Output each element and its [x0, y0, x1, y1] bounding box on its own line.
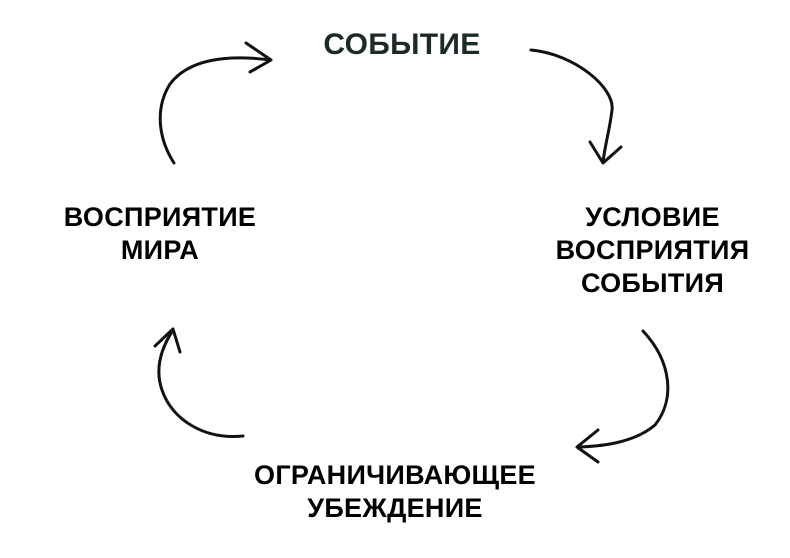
- node-perception-line-2: МИРА: [120, 235, 200, 265]
- arrow-condition-to-belief: [575, 329, 670, 464]
- node-belief-line-2: УБЕЖДЕНИЕ: [307, 493, 483, 523]
- node-event-line-1: СОБЫТИЕ: [323, 28, 481, 61]
- node-perception: ВОСПРИЯТИЕ МИРА: [30, 201, 290, 267]
- node-condition-line-1: УСЛОВИЕ: [585, 202, 720, 232]
- node-event: СОБЫТИЕ: [252, 28, 552, 61]
- arrow-event-to-condition: [529, 48, 623, 165]
- node-condition-line-3: СОБЫТИЯ: [580, 268, 725, 298]
- node-belief: ОГРАНИЧИВАЮЩЕЕ УБЕЖДЕНИЕ: [185, 459, 605, 525]
- node-belief-line-1: ОГРАНИЧИВАЮЩЕЕ: [254, 460, 536, 490]
- node-perception-line-1: ВОСПРИЯТИЕ: [63, 202, 257, 232]
- arrow-belief-to-perception: [153, 327, 245, 439]
- node-condition-line-2: ВОСПРИЯТИЯ: [555, 235, 750, 265]
- node-condition: УСЛОВИЕ ВОСПРИЯТИЯ СОБЫТИЯ: [520, 201, 785, 300]
- arrow-perception-to-event: [158, 41, 273, 165]
